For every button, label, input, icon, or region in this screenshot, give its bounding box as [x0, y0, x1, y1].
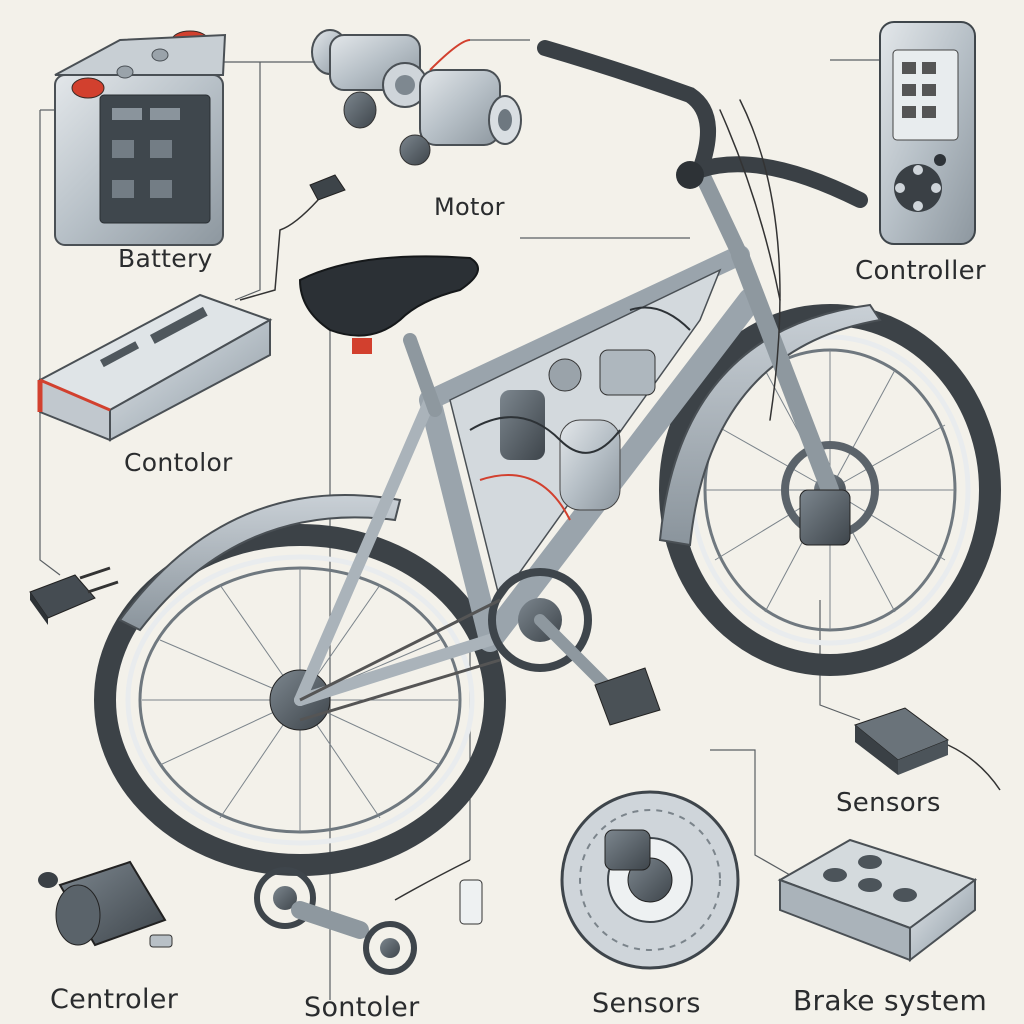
label-sensors-bottom: Sensors [592, 988, 701, 1019]
display-controller-icon [879, 21, 976, 245]
label-battery: Battery [118, 244, 213, 273]
label-brake-system: Brake system [793, 984, 988, 1017]
plug-icon [29, 566, 119, 625]
frame-internals [449, 268, 722, 602]
label-contolor: Contolor [124, 448, 233, 477]
drivetrain [299, 568, 661, 726]
label-sensors-right: Sensors [836, 788, 941, 818]
handlebar [537, 40, 868, 421]
sensor-unit-icon [853, 707, 1001, 791]
crank-assembly-icon [254, 859, 483, 975]
motor-icon [311, 29, 522, 166]
front-disc-brake [799, 489, 851, 546]
label-sontoler: Sontoler [304, 992, 420, 1023]
hub-motor-icon [38, 860, 173, 948]
label-motor: Motor [434, 193, 505, 221]
controller-box-icon [37, 174, 346, 442]
label-centroler: Centroler [50, 984, 179, 1015]
brake-control-box-icon [777, 838, 978, 963]
label-controller: Controller [855, 256, 986, 286]
brake-rotor-icon [560, 790, 740, 970]
battery-icon [54, 30, 227, 246]
rear-wheel [94, 494, 506, 876]
seat [298, 255, 479, 354]
